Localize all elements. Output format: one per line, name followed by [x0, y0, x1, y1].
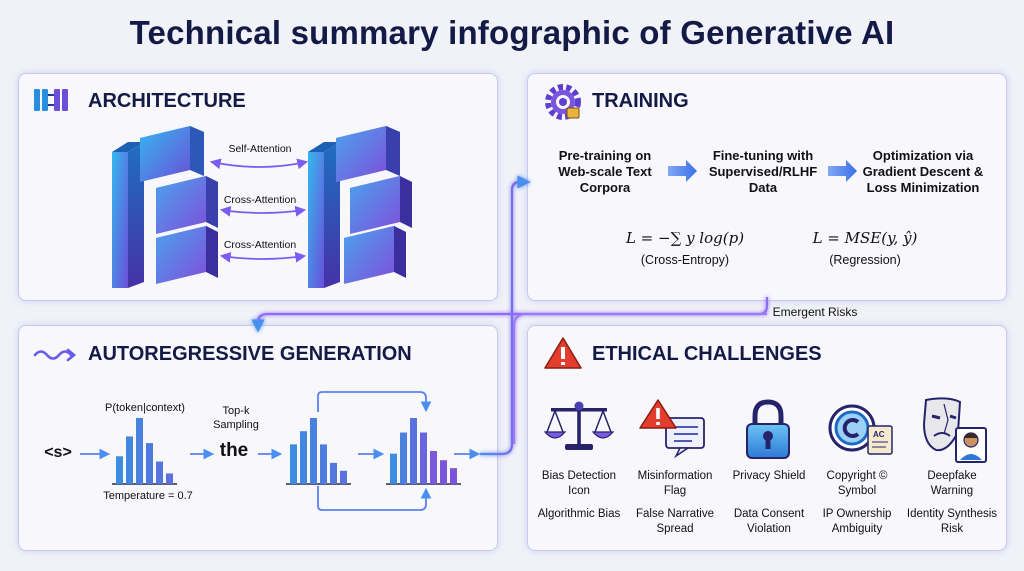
- probability-bar: [300, 431, 307, 484]
- masks-icon: [922, 397, 987, 463]
- probability-bar: [156, 461, 163, 484]
- probability-bar: [430, 451, 437, 484]
- ethics-heading: ETHICAL CHALLENGES: [592, 343, 822, 365]
- training-heading: TRAINING: [592, 90, 689, 112]
- sampling-label: Top-k Sampling: [213, 405, 259, 431]
- probability-bar: [320, 444, 327, 484]
- loss-formula: L = −∑ y log(p): [625, 229, 745, 247]
- padlock-icon: [746, 399, 790, 459]
- probability-bar: [410, 418, 417, 484]
- connector-label: Emergent Risks: [772, 305, 858, 319]
- generation-arrows: [80, 391, 481, 511]
- ethics-risk: Identity Synthesis Risk: [906, 508, 998, 535]
- ethics-label: Bias Detection Icon: [541, 470, 617, 497]
- attention-label: Self-Attention: [228, 143, 292, 155]
- ethics-risk: IP Ownership Ambiguity: [822, 508, 892, 535]
- output-token: the: [219, 440, 249, 461]
- encoder-stack: [112, 126, 218, 288]
- training-step: Fine-tuning with Supervised/RLHF Data: [708, 148, 818, 195]
- probability-bar: [126, 436, 133, 484]
- formula-caption: (Regression): [829, 253, 901, 267]
- scales-icon: [543, 401, 615, 450]
- temperature-label: Temperature = 0.7: [103, 490, 193, 502]
- probability-bar: [440, 460, 447, 484]
- copyright-icon: AC: [828, 404, 893, 455]
- probability-bar: [420, 432, 427, 484]
- warning-chat-icon: [639, 399, 705, 459]
- training-arrows: [668, 160, 857, 182]
- probability-bar: [450, 468, 457, 484]
- generation-panel: [18, 325, 498, 551]
- attention-label: Cross-Attention: [223, 194, 297, 206]
- start-token: <s>: [44, 444, 72, 461]
- ethics-label: Misinformation Flag: [637, 470, 713, 497]
- formula-caption: (Cross-Entropy): [640, 253, 730, 267]
- ethics-label: Privacy Shield: [732, 470, 806, 482]
- probability-bar: [330, 462, 337, 484]
- generation-heading: AUTOREGRESSIVE GENERATION: [88, 343, 412, 365]
- architecture-heading: ARCHITECTURE: [88, 90, 246, 112]
- probability-bar: [390, 453, 397, 484]
- attention-arrows: [209, 158, 309, 263]
- page-title: Technical summary infographic of Generat…: [129, 14, 895, 51]
- probability-bar: [290, 444, 297, 484]
- probability-bar: [116, 456, 123, 484]
- loss-formula: L = MSE(y, ŷ): [812, 229, 918, 247]
- ethics-label: Copyright © Symbol: [826, 470, 888, 497]
- probability-bar: [166, 473, 173, 484]
- ethics-risk: Algorithmic Bias: [537, 508, 621, 520]
- ethics-risk: Data Consent Violation: [733, 508, 805, 535]
- transformer-icon: [34, 89, 68, 111]
- decoder-stack: [308, 126, 412, 288]
- svg-text:AC: AC: [873, 430, 885, 439]
- architecture-panel: [18, 73, 498, 301]
- ethics-label: Deepfake Warning: [927, 470, 977, 497]
- flow-connectors: [251, 175, 769, 456]
- probability-bar: [340, 470, 347, 484]
- attention-label: Cross-Attention: [223, 239, 297, 251]
- training-step: Optimization via Gradient Descent & Loss…: [862, 148, 984, 195]
- probability-bar: [136, 418, 143, 484]
- gear-icon: [545, 84, 581, 120]
- probability-bar: [146, 443, 153, 484]
- probability-bar: [310, 418, 317, 484]
- probability-bar: [400, 432, 407, 484]
- probability-label: P(token|context): [105, 402, 185, 414]
- warning-icon: [544, 337, 582, 369]
- ethics-risk: False Narrative Spread: [636, 508, 714, 535]
- wave-arrow-icon: [33, 348, 77, 362]
- training-step: Pre-training on Web-scale Text Corpora: [558, 148, 652, 195]
